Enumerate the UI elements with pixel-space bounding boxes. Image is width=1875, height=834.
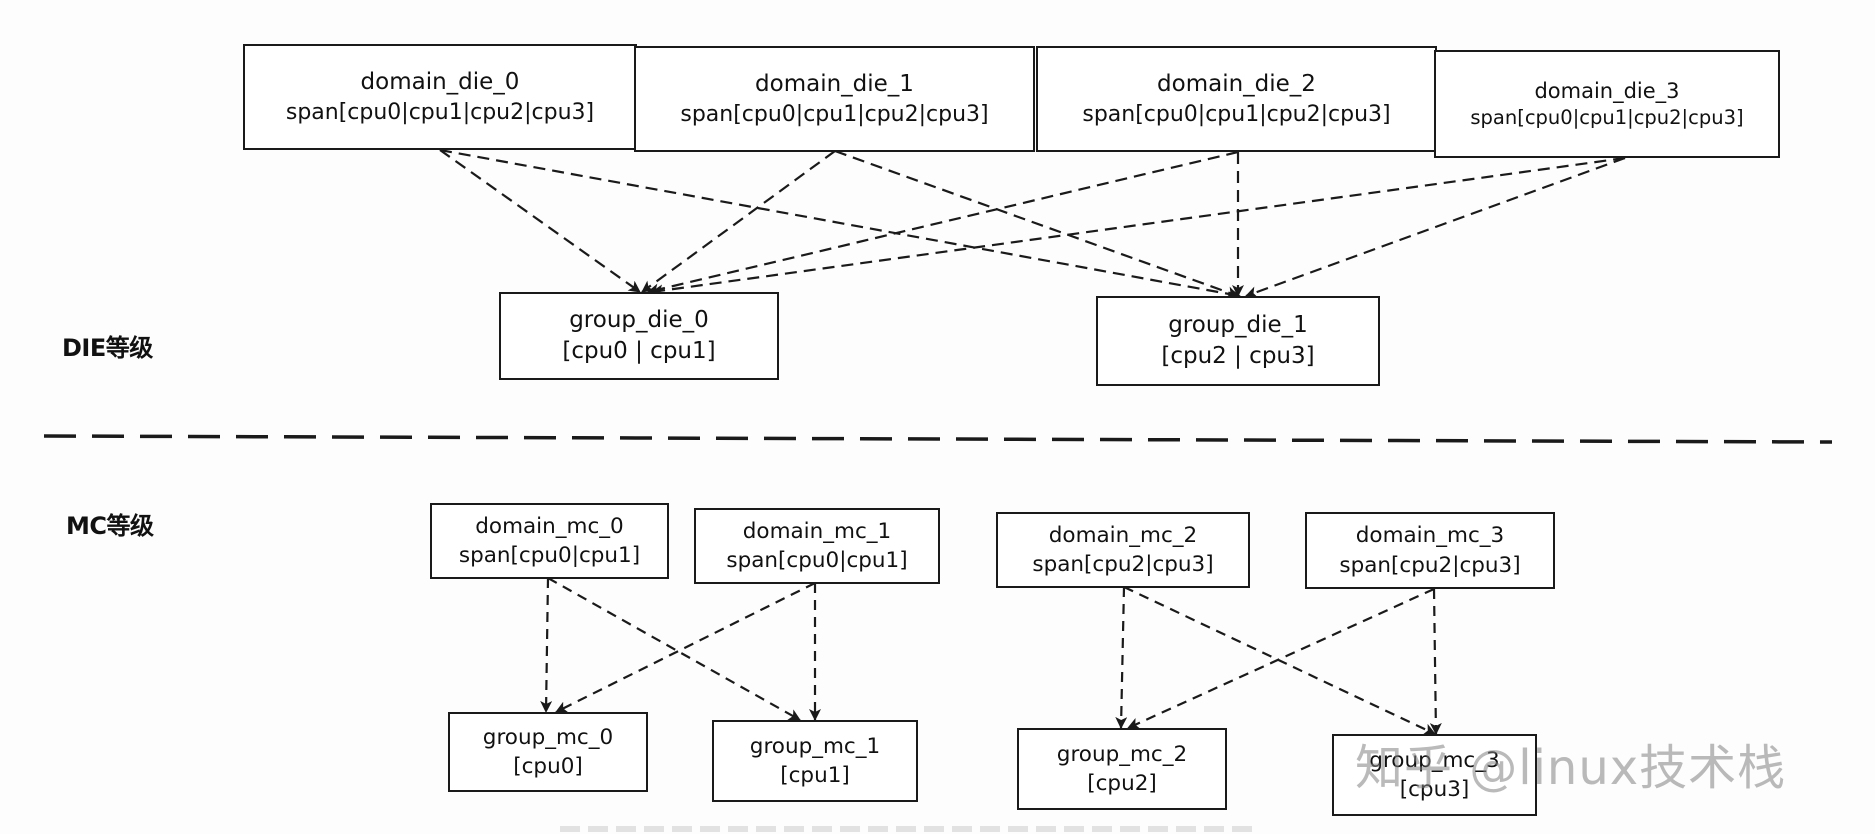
group-mc-2-cpus: [cpu2] — [1087, 771, 1157, 796]
arrow-die1-group0 — [641, 150, 836, 293]
domain-die-2-span: span[cpu0|cpu1|cpu2|cpu3] — [1082, 101, 1391, 127]
group-die-0-cpus: [cpu0 | cpu1] — [562, 338, 716, 364]
group-mc-0: group_mc_0 [cpu0] — [448, 712, 648, 792]
group-mc-2: group_mc_2 [cpu2] — [1017, 728, 1227, 810]
die-level-label: DIE等级 — [62, 334, 153, 362]
group-mc-0-name: group_mc_0 — [482, 724, 614, 750]
arrow-mc1-group0 — [555, 582, 816, 713]
group-mc-0-cpus: [cpu0] — [513, 754, 583, 779]
arrow-mc3-group2 — [1127, 587, 1435, 730]
domain-mc-2-span: span[cpu2|cpu3] — [1032, 552, 1214, 577]
domain-mc-1-name: domain_mc_1 — [742, 518, 892, 544]
group-die-1-cpus: [cpu2 | cpu3] — [1161, 343, 1315, 369]
level-separator — [43, 434, 1833, 444]
domain-die-0-span: span[cpu0|cpu1|cpu2|cpu3] — [285, 99, 595, 125]
domain-mc-3-span: span[cpu2|cpu3] — [1339, 552, 1521, 578]
domain-die-2-name: domain_die_2 — [1157, 70, 1316, 97]
arrow-mc0-group1 — [547, 577, 801, 721]
domain-mc-2-name: domain_mc_2 — [1048, 522, 1198, 548]
group-die-0: group_die_0 [cpu0 | cpu1] — [499, 292, 779, 380]
group-mc-3: group_mc_3 [cpu3] — [1332, 734, 1537, 816]
domain-mc-0: domain_mc_0 span[cpu0|cpu1] — [430, 503, 669, 579]
domain-mc-1: domain_mc_1 span[cpu0|cpu1] — [694, 508, 940, 584]
domain-mc-3: domain_mc_3 span[cpu2|cpu3] — [1305, 512, 1555, 589]
arrow-die3-group0 — [651, 156, 1626, 297]
domain-mc-0-name: domain_mc_0 — [475, 513, 624, 539]
arrow-die2-group0 — [647, 150, 1239, 296]
die-arrows — [439, 148, 1626, 300]
domain-mc-0-span: span[cpu0|cpu1] — [458, 543, 641, 568]
domain-die-2: domain_die_2 span[cpu0|cpu1|cpu2|cpu3] — [1036, 46, 1437, 152]
group-mc-2-name: group_mc_2 — [1056, 741, 1188, 767]
arrow-mc2-group3 — [1123, 586, 1436, 735]
domain-die-3-name: domain_die_3 — [1534, 78, 1680, 103]
domain-die-3-span: span[cpu0|cpu1|cpu2|cpu3] — [1470, 106, 1744, 130]
arrow-mc2-group2 — [1115, 586, 1128, 729]
group-die-0-name: group_die_0 — [569, 306, 709, 333]
group-die-1-name: group_die_1 — [1168, 311, 1308, 338]
arrow-die0-group1 — [439, 148, 1241, 300]
domain-die-0-name: domain_die_0 — [360, 68, 520, 95]
arrow-mc3-group3 — [1429, 588, 1442, 735]
arrow-die1-group1 — [834, 149, 1239, 298]
mc-arrows — [540, 577, 1442, 735]
group-mc-3-cpus: [cpu3] — [1399, 777, 1470, 802]
domain-die-1: domain_die_1 span[cpu0|cpu1|cpu2|cpu3] — [634, 46, 1035, 152]
domain-mc-1-span: span[cpu0|cpu1] — [726, 548, 908, 573]
domain-die-1-span: span[cpu0|cpu1|cpu2|cpu3] — [680, 101, 989, 127]
group-mc-1-cpus: [cpu1] — [780, 763, 850, 788]
watermark: 知乎 @linux技术栈 — [1355, 740, 1787, 796]
domain-mc-2: domain_mc_2 span[cpu2|cpu3] — [996, 512, 1250, 588]
domain-die-0: domain_die_0 span[cpu0|cpu1|cpu2|cpu3] — [243, 44, 637, 150]
group-mc-1-name: group_mc_1 — [749, 733, 881, 759]
domain-mc-3-name: domain_mc_3 — [1355, 523, 1505, 549]
scan-artifact-strip — [560, 826, 1260, 832]
mc-level-label: MC等级 — [66, 512, 154, 540]
domain-die-1-name: domain_die_1 — [755, 70, 914, 97]
group-mc-3-name: group_mc_3 — [1369, 747, 1500, 773]
group-mc-1: group_mc_1 [cpu1] — [712, 720, 918, 802]
domain-die-3: domain_die_3 span[cpu0|cpu1|cpu2|cpu3] — [1434, 50, 1780, 158]
arrow-mc0-group0 — [540, 577, 553, 713]
arrow-die0-group0 — [439, 149, 641, 293]
group-die-1: group_die_1 [cpu2 | cpu3] — [1096, 296, 1380, 386]
arrow-die3-group1 — [1245, 156, 1626, 298]
